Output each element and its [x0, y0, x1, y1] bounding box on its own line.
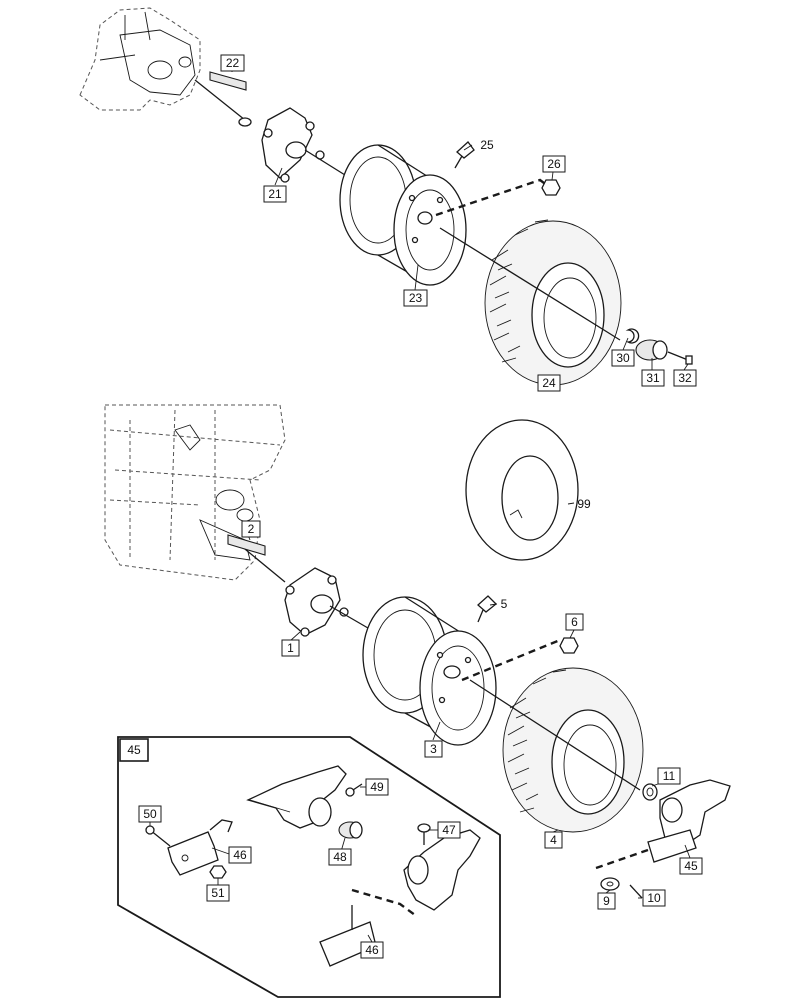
callout-25: 25 [480, 138, 494, 152]
frame-fragment-lower [104, 404, 286, 583]
part-23-rim [339, 144, 467, 286]
callout-3: 3 [430, 742, 437, 756]
part-32-bolt [667, 351, 693, 365]
callout-31: 31 [646, 371, 660, 385]
part-26-nut [435, 178, 561, 217]
part-10-pin [629, 884, 643, 899]
part-1-hub [284, 567, 381, 637]
callout-50: 50 [143, 807, 157, 821]
callout-24: 24 [542, 376, 556, 390]
callout-51: 51 [211, 886, 225, 900]
callout-46-lower: 46 [365, 943, 379, 957]
callout-99: 99 [577, 497, 591, 511]
part-45-yoke [595, 779, 731, 870]
part-31-bushing [635, 339, 668, 361]
callout-9: 9 [603, 894, 610, 908]
callout-11: 11 [663, 769, 676, 783]
frame-fragment-top [79, 7, 252, 127]
part-99-inner-tube [465, 419, 579, 561]
callout-48: 48 [333, 850, 347, 864]
callout-5: 5 [501, 597, 508, 611]
callout-26: 26 [547, 157, 561, 171]
part-21-hub [261, 107, 346, 183]
part-4-tire [469, 667, 644, 833]
part-30-washer [625, 328, 640, 344]
callout-2: 2 [248, 522, 255, 536]
part-2-key [227, 534, 266, 556]
part-9-washer [600, 877, 620, 891]
callout-22: 22 [226, 56, 240, 70]
part-24-tire [439, 219, 622, 386]
callout-1: 1 [287, 641, 294, 655]
callout-labels: 22 21 23 25 26 24 30 31 32 99 2 1 5 6 3 … [127, 54, 703, 959]
callout-46-upper: 46 [233, 848, 247, 862]
callout-21: 21 [268, 187, 282, 201]
part-3-rim [362, 596, 497, 746]
callout-4: 4 [550, 833, 557, 847]
callout-23: 23 [409, 291, 423, 305]
callout-6: 6 [571, 615, 578, 629]
callout-47: 47 [442, 823, 456, 837]
part-11-washer [642, 783, 658, 801]
part-5-valve-stem [477, 595, 497, 623]
callout-32: 32 [678, 371, 692, 385]
callout-30: 30 [616, 351, 630, 365]
part-22-key [209, 71, 247, 91]
callout-49: 49 [370, 780, 384, 794]
callout-45: 45 [684, 859, 698, 873]
part-6-nut [461, 637, 579, 682]
inset-panel-45 [117, 736, 501, 998]
callout-45-inset: 45 [127, 743, 141, 757]
callout-10: 10 [647, 891, 661, 905]
